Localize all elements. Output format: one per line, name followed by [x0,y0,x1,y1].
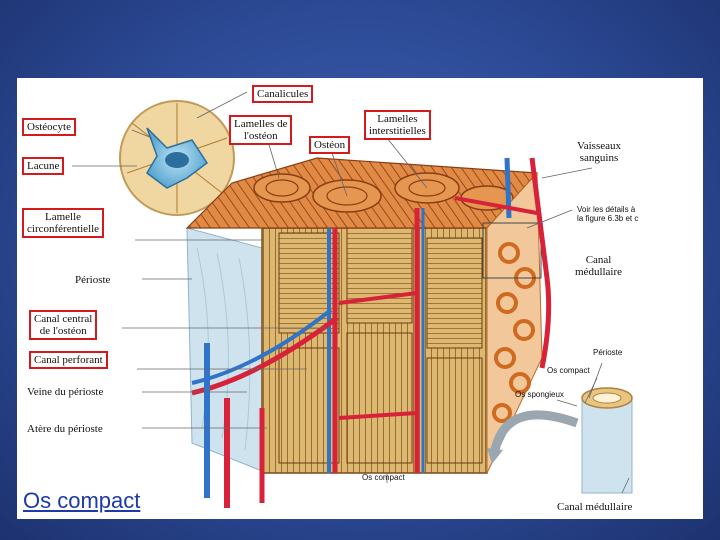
label-vaisseaux-sanguins: Vaisseaux sanguins [577,140,621,164]
label-lamelles-interstitielles: Lamelles interstitielles [364,110,431,140]
label-lacune: Lacune [22,157,65,175]
label-lamelles-osteon: Lamelles de l'ostéon [229,115,293,145]
long-bone-inset [487,387,633,494]
label-canal-perforant: Canal perforant [29,351,108,369]
compact-bone-illustration [72,91,633,508]
label-voir-details: Voir les détails à la figure 6.3b et c [577,205,639,223]
label-osteocyte: Ostéocyte [22,118,76,136]
label-canal-central: Canal central de l'ostéon [29,310,98,340]
label-canalicules: Canalicules [252,85,314,103]
osteocyte-inset [119,100,235,216]
label-periosteum: Périoste [75,274,111,286]
slide-canvas: Canalicules Ostéocyte Lamelles de l'osté… [17,78,703,519]
label-os-compact-bottom: Os compact [362,473,405,482]
label-canal-medullaire-bottom: Canal médullaire [557,501,633,513]
label-os-spongieux: Os spongieux [515,390,564,399]
caption-title: Os compact [23,488,141,513]
leader-lines [72,91,630,494]
label-osteon: Ostéon [309,136,351,154]
label-veine-periosteum: Veine du périoste [27,386,104,398]
label-atere-periosteum: Atère du périoste [27,423,103,435]
label-lamelle-circonferentielle: Lamelle circonférentielle [22,208,105,238]
label-canal-medullaire-right: Canal médullaire [575,254,623,278]
spongy-bone [482,171,543,474]
label-os-compact-small: Os compact [547,366,590,375]
label-periosteum-small: Périoste [593,348,623,357]
